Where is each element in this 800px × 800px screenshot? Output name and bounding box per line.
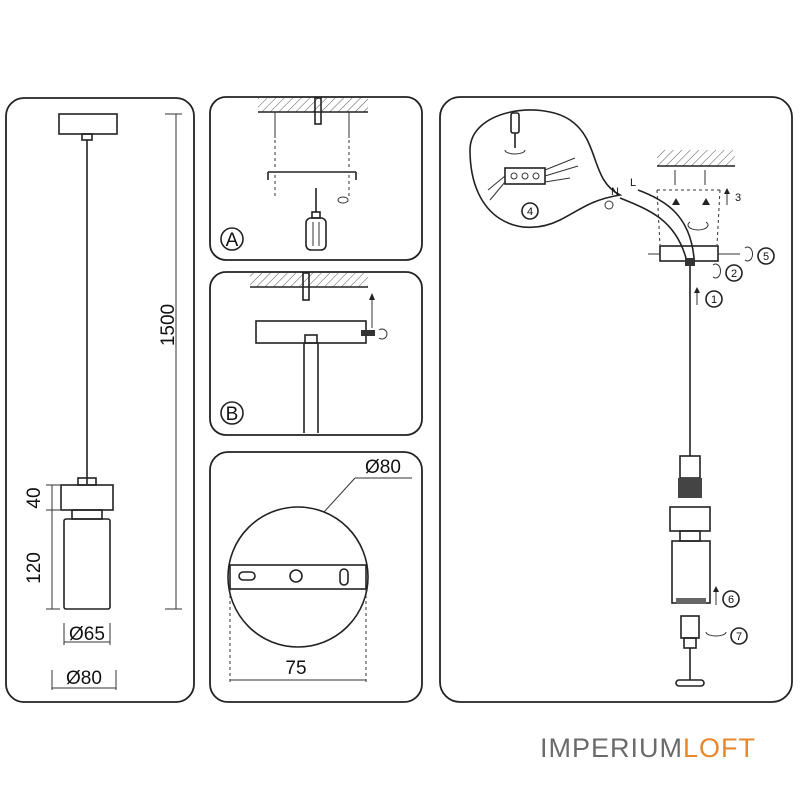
step-circle-4 (521, 202, 539, 220)
step-label-b-circle (220, 401, 244, 425)
dim-height-body: 120 (24, 552, 45, 584)
ceiling-hatch-a (258, 98, 368, 112)
step-circle-5 (757, 247, 775, 265)
rotate-icon-bubble (504, 149, 526, 155)
step-number-1: 1 (711, 294, 717, 306)
brand-logo: IMPERIUMLOFT (540, 733, 756, 764)
assembly-panel-frame (439, 96, 793, 703)
brand-part-2: LOFT (683, 733, 757, 763)
dimension-panel: 1500 40 120 Ø65 Ø80 (5, 97, 195, 703)
ground-icon (604, 200, 614, 210)
rotate-icon-3 (687, 221, 709, 231)
socket-thread (678, 478, 702, 498)
diameter-leader (323, 477, 356, 513)
screwdriver-handle-icon (305, 217, 327, 251)
mounting-plate (229, 564, 367, 590)
brand-part-1: IMPERIUM (540, 733, 683, 763)
step-circle-2 (725, 264, 743, 282)
dim-canopy-diameter: Ø80 (365, 457, 401, 478)
step-circle-1 (705, 290, 723, 308)
ceiling-hatch-right (657, 150, 735, 166)
dimension-panel-frame (5, 97, 195, 703)
step-panel-a: A (209, 96, 423, 261)
canopy-dimension-panel-frame (209, 451, 423, 703)
rotate-icon-2 (712, 263, 722, 279)
step-label-b: B (226, 404, 239, 425)
step-label-a: A (226, 230, 239, 251)
step-number-4: 4 (527, 206, 533, 218)
dim-height-top: 40 (24, 487, 45, 508)
wire-label-n: N (611, 186, 619, 198)
detail-bubble (469, 109, 623, 229)
bulb-tip (675, 679, 705, 687)
step-number-3: 3 (735, 192, 741, 204)
rotate-icon-5 (744, 246, 754, 262)
ceiling-box-b (302, 272, 310, 301)
dim-height-total: 1500 (158, 304, 179, 346)
step-circle-7 (730, 627, 748, 645)
dim-diameter-body: Ø65 (69, 624, 105, 645)
step-number-7: 7 (736, 631, 742, 643)
dim-plate-width: 75 (285, 658, 306, 679)
step-number-2: 2 (731, 268, 737, 280)
step-number-5: 5 (763, 251, 769, 263)
step-number-6: 6 (728, 594, 734, 606)
wire-label-l: L (630, 177, 636, 189)
step-panel-a-frame (209, 96, 423, 261)
rotate-icon-7 (705, 631, 727, 637)
canopy-circle (227, 506, 369, 648)
step-panel-b: B (209, 271, 423, 436)
lamp-body (63, 518, 111, 610)
canopy-dimension-panel: Ø80 75 (209, 451, 423, 703)
step-panel-b-frame (209, 271, 423, 436)
wires-in-bubble (544, 157, 579, 183)
rotate-icon-b (378, 328, 388, 340)
assembly-panel: 4 3 N L 5 2 1 (439, 96, 793, 703)
screw-b-icon (361, 330, 375, 336)
ceiling-box-a (314, 97, 322, 125)
step-circle-6 (722, 590, 740, 608)
rotate-icon-a (337, 196, 349, 204)
dim-diameter-top: Ø80 (66, 668, 102, 689)
step-label-a-circle (220, 227, 244, 251)
wire-n (619, 197, 687, 259)
lamp-bottom-ring (676, 598, 706, 604)
